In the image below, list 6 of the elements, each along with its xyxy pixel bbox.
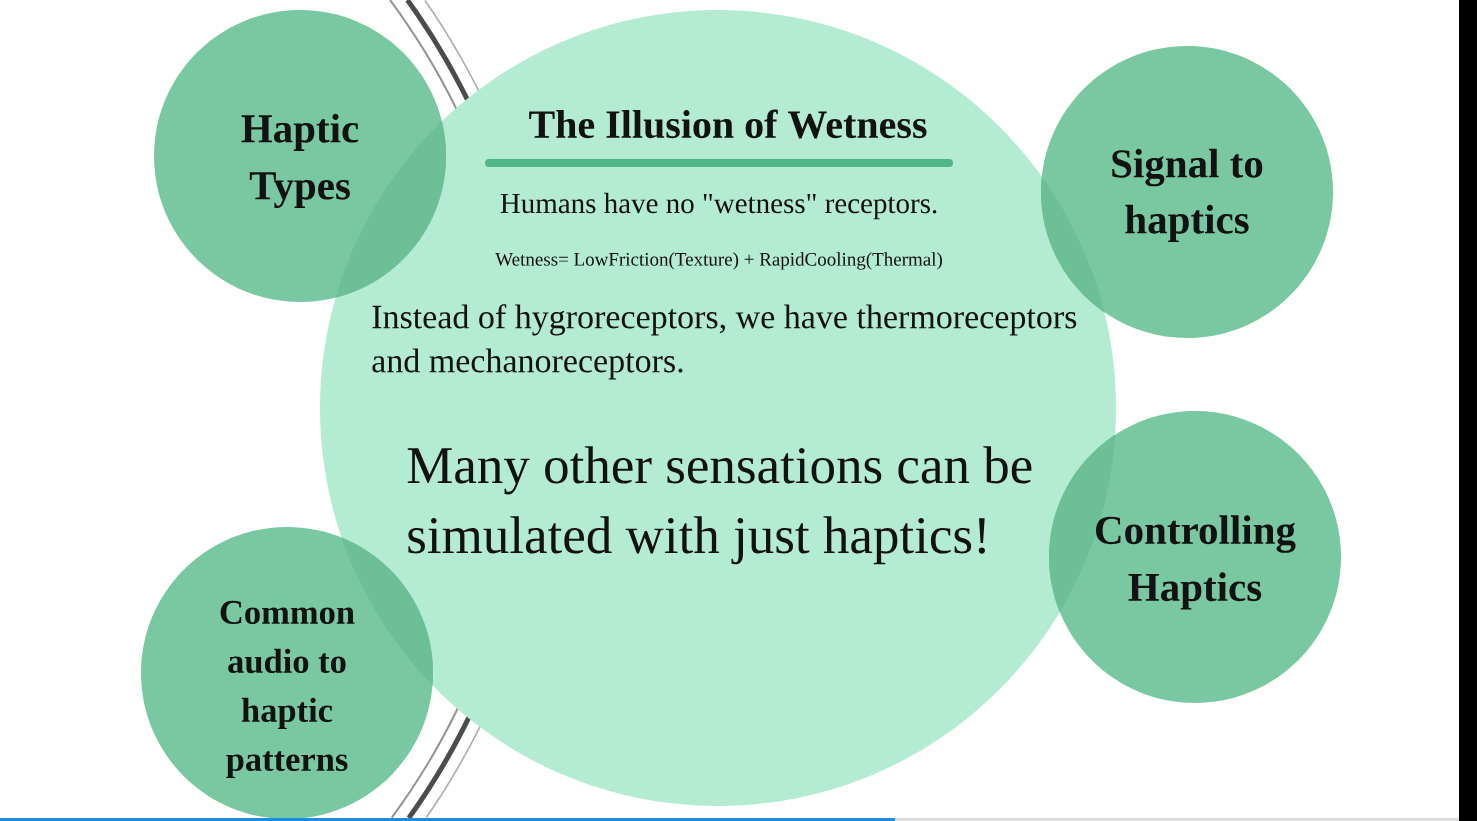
body-text: Humans have no "wetness" receptors.	[500, 192, 937, 220]
node-label: haptic	[241, 697, 333, 730]
formula: Wetness= LowFriction(Texture) + RapidCooling(Thermal)	[495, 252, 942, 270]
node-label: Controlling Haptics	[1096, 515, 1296, 610]
node-label: Signal to haptics	[1112, 148, 1263, 242]
heading: The Illusion of Wetness	[529, 109, 927, 139]
